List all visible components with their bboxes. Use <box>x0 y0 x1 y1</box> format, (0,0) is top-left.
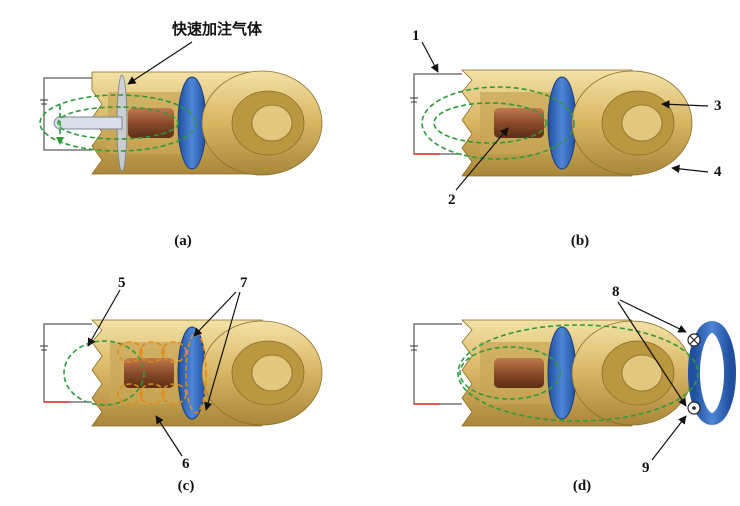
gas-injection-leader <box>127 41 193 85</box>
leader-4 <box>671 164 709 174</box>
label-2: 2 <box>448 192 456 208</box>
eddy-orange <box>117 383 143 405</box>
capacitor-symbol <box>410 97 418 103</box>
leader-8a <box>619 299 687 333</box>
capacitor-symbol <box>40 345 48 351</box>
leader-2 <box>455 127 509 191</box>
injector-nozzle <box>53 116 123 130</box>
flow-loop-outer <box>39 94 197 152</box>
current-out-icon-cross <box>689 335 699 345</box>
caption-d: (d) <box>573 478 591 494</box>
gas-injection-label: 快速加注气体 <box>172 20 263 38</box>
circuit-wire <box>413 323 462 405</box>
flow-loop-outer <box>457 324 699 422</box>
panel-a: 快速加注气体 (a) <box>39 20 323 249</box>
label-8: 8 <box>612 284 620 300</box>
label-7: 7 <box>240 275 248 291</box>
flow-loop-inner <box>459 346 561 400</box>
leader-5 <box>87 289 121 347</box>
capacitor-symbol <box>410 345 418 351</box>
leader-7b <box>204 291 241 411</box>
caption-c: (c) <box>178 478 195 494</box>
end-cap-bore <box>621 354 663 392</box>
leader-6 <box>155 415 183 457</box>
label-5: 5 <box>118 275 126 291</box>
end-cap-bore <box>621 104 663 142</box>
end-cap-bore <box>251 104 293 142</box>
eddy-orange <box>117 341 143 363</box>
label-6: 6 <box>182 456 190 472</box>
capacitor-symbol <box>40 99 48 105</box>
panel-d: 8 9 (d) <box>410 284 736 494</box>
caption-a: (a) <box>174 233 192 249</box>
copper-core <box>128 108 174 138</box>
leader-8b <box>617 301 687 407</box>
eddy-orange <box>139 341 165 363</box>
leader-1 <box>421 41 439 73</box>
panel-b: 1 2 3 4 (b) <box>410 28 722 249</box>
copper-core <box>124 358 174 388</box>
leader-3 <box>661 100 709 109</box>
copper-core <box>494 358 544 388</box>
caption-b: (b) <box>571 233 589 249</box>
current-in-icon-dot <box>692 406 696 410</box>
leader-9 <box>651 415 687 461</box>
leader-7a <box>193 291 237 337</box>
circuit-wire <box>43 77 92 151</box>
flow-loop-inner <box>57 106 179 140</box>
circuit-wire <box>43 323 92 403</box>
label-4: 4 <box>714 164 722 180</box>
label-9: 9 <box>642 460 650 476</box>
flow-loop-inner <box>433 102 547 144</box>
label-3: 3 <box>714 98 722 114</box>
eddy-orange <box>161 383 187 405</box>
eddy-orange <box>161 341 187 363</box>
flow-loop-outer <box>421 86 575 160</box>
label-1: 1 <box>412 28 420 44</box>
circuit-wire <box>413 73 462 155</box>
panel-c: 5 7 6 (c) <box>40 275 323 494</box>
eddy-orange <box>139 383 165 405</box>
ejected-ring <box>688 321 736 425</box>
flow-loop-left <box>63 340 145 406</box>
end-cap-bore <box>251 354 293 392</box>
